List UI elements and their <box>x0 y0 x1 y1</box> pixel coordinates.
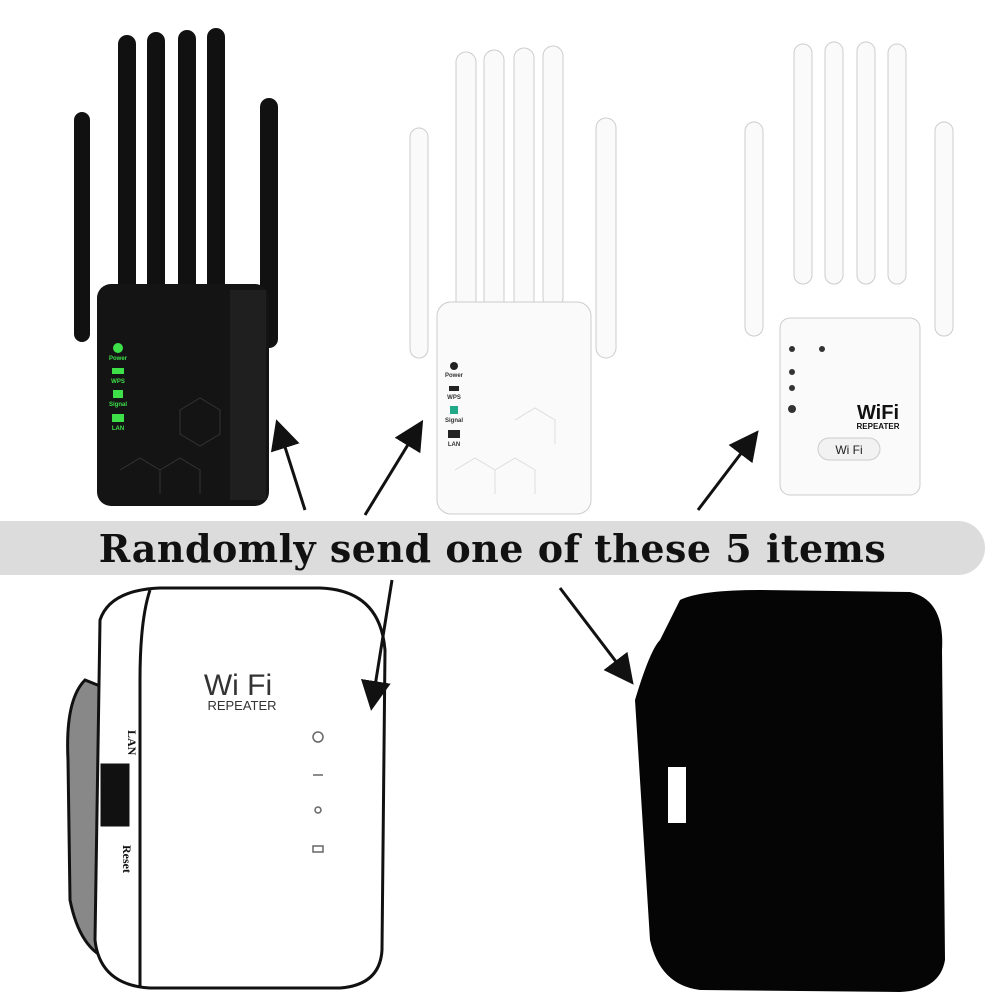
led-label-power: Power <box>109 356 128 362</box>
repeater-label: REPEATER <box>857 422 900 431</box>
led-label-signal: Signal <box>445 418 463 424</box>
led-label-signal: Signal <box>109 402 127 408</box>
led-label-lan: LAN <box>112 426 124 432</box>
white-compact-repeater: Wi Fi REPEATER LAN Reset <box>66 586 387 990</box>
led-labels: Power WPS Signal LAN <box>445 373 464 448</box>
wifi-logo: Wi Fi <box>204 669 272 702</box>
lan-port-label: LAN <box>125 730 139 756</box>
reset-label: Reset <box>120 845 134 873</box>
status-leds <box>112 343 124 422</box>
banner-text: Randomly send one of these 5 items <box>98 525 887 571</box>
led-label-power: Power <box>445 373 464 379</box>
black-repeater-4-antenna: Power WPS Signal LAN <box>74 28 278 506</box>
wifi-badge: Wi Fi <box>835 443 862 457</box>
banner: Randomly send one of these 5 items <box>0 521 985 575</box>
white-wifi-repeater-logo: WiFi REPEATER Wi Fi <box>744 41 954 496</box>
led-label-wps: WPS <box>447 395 461 401</box>
black-compact-repeater <box>635 590 945 992</box>
repeater-label: REPEATER <box>207 698 276 713</box>
led-label-wps: WPS <box>111 379 125 385</box>
led-label-lan: LAN <box>448 442 460 448</box>
wifi-logo: WiFi <box>857 402 899 424</box>
arrows <box>270 419 759 711</box>
white-repeater-4-antenna: Power WPS Signal LAN <box>409 45 617 515</box>
led-labels: Power WPS Signal LAN <box>109 356 128 432</box>
